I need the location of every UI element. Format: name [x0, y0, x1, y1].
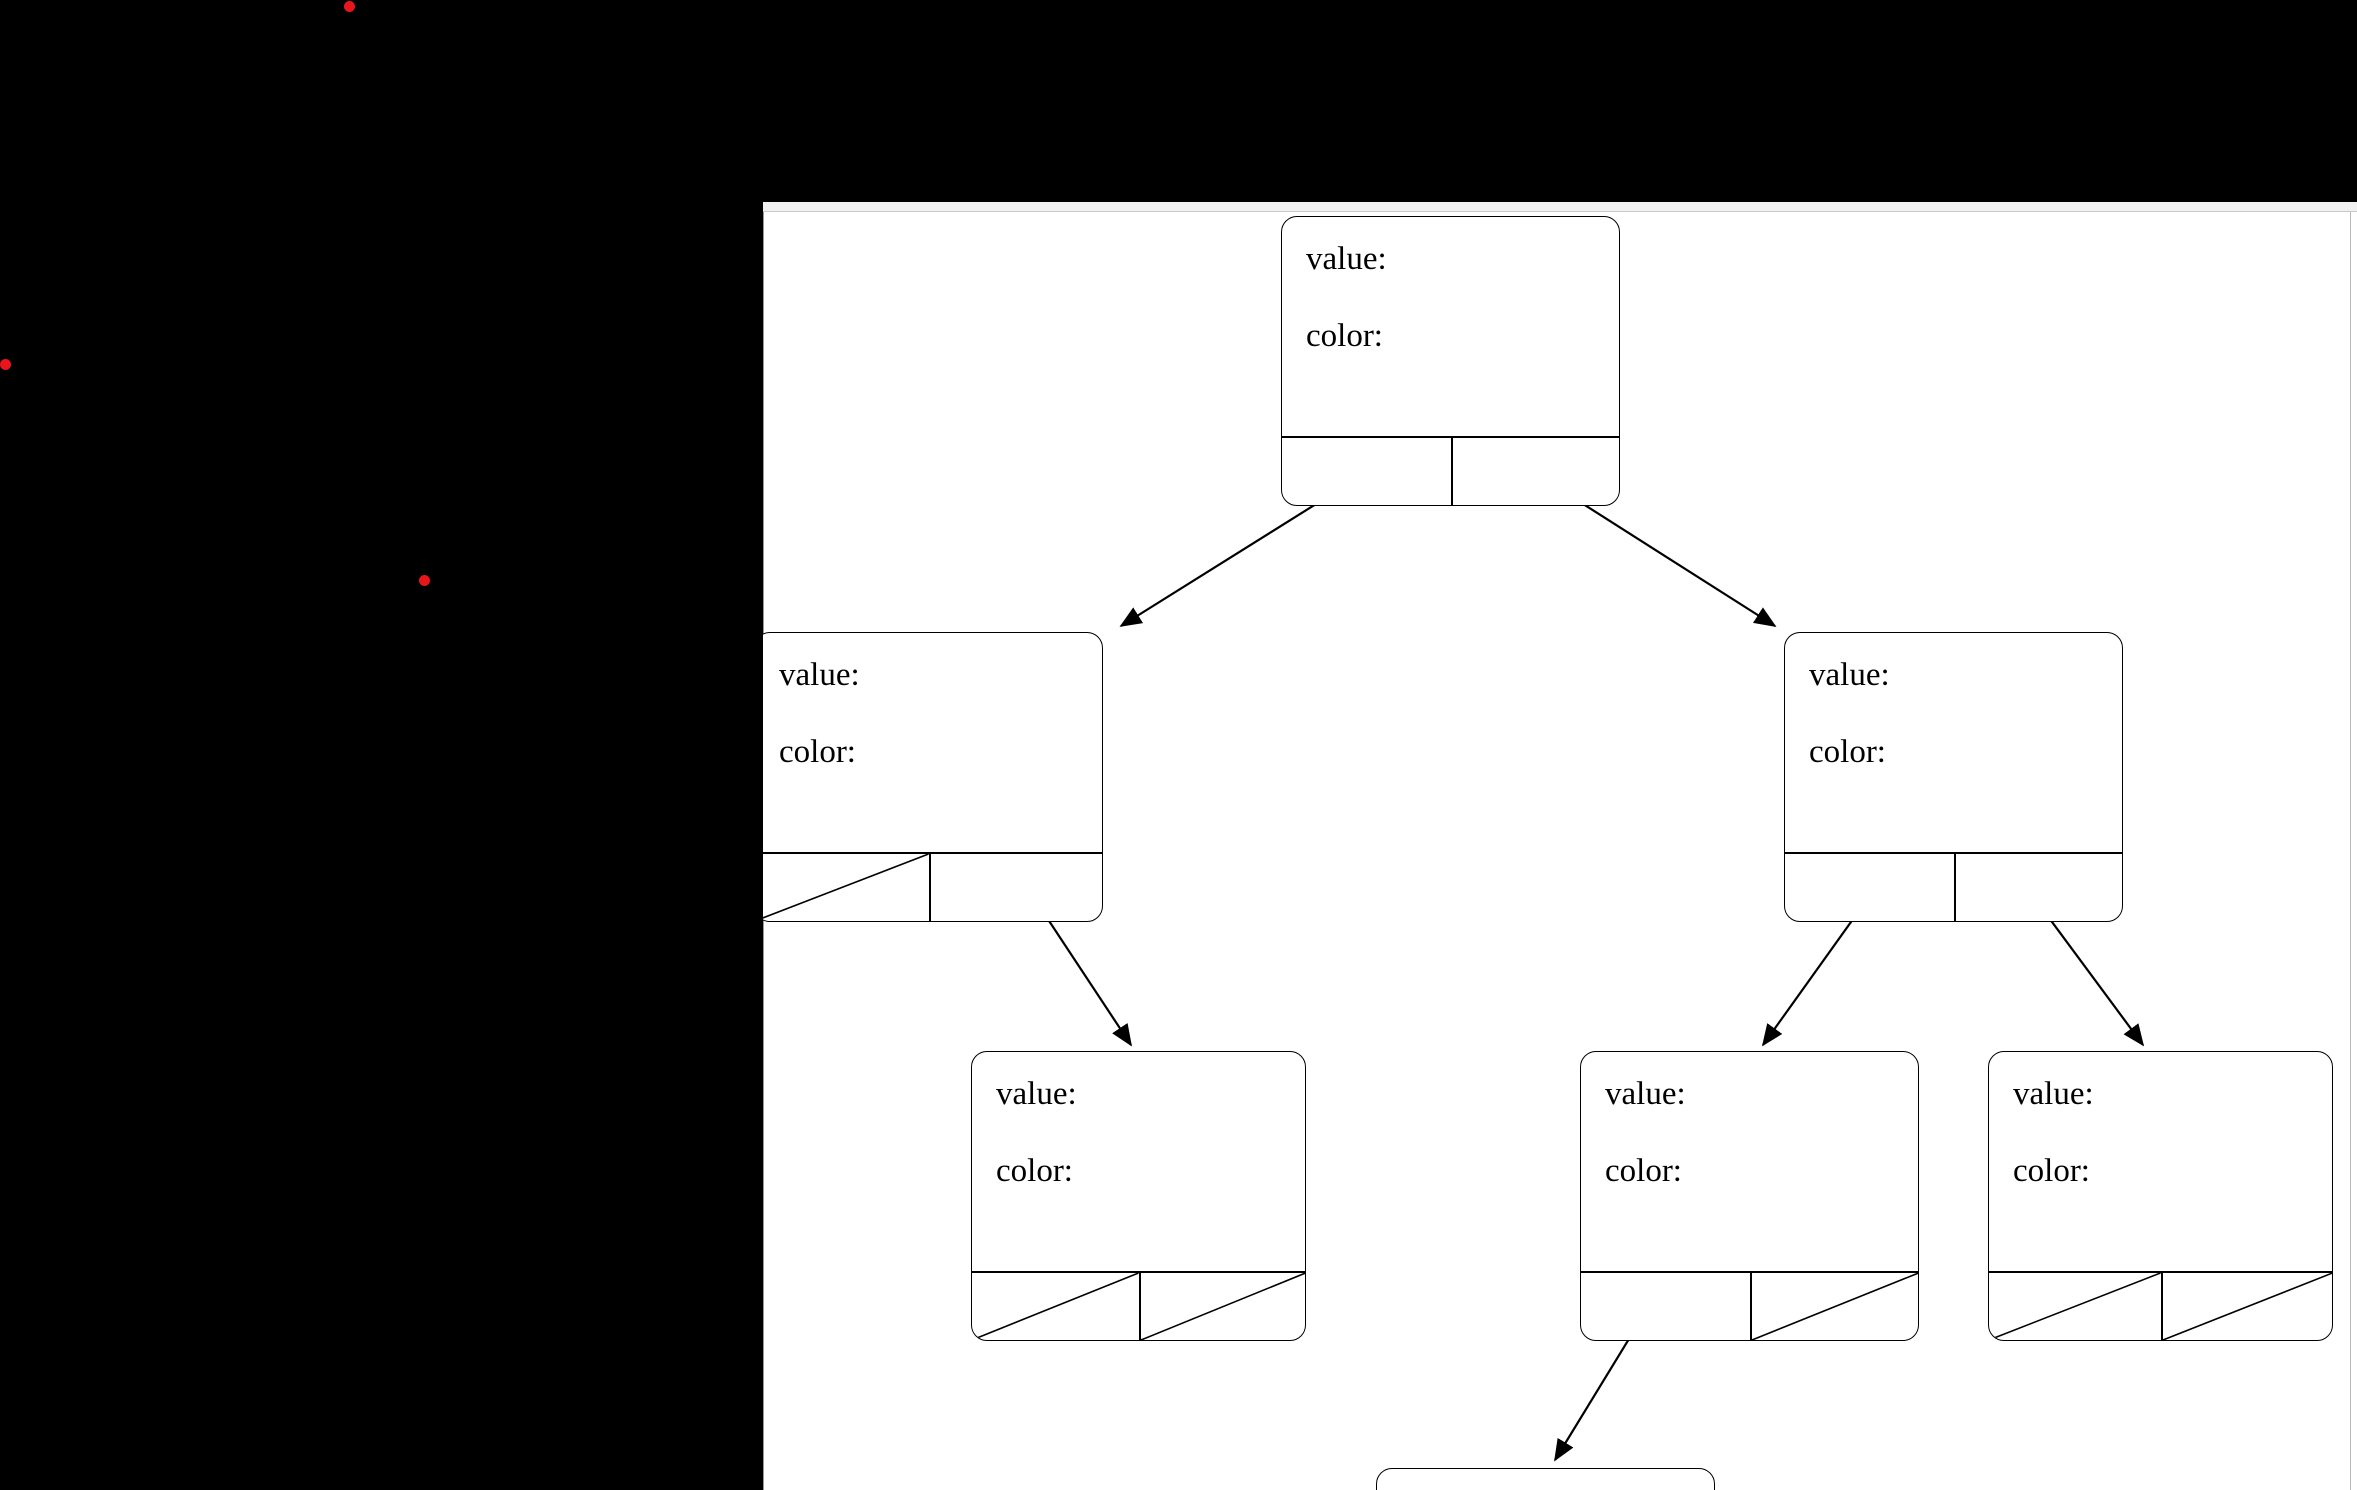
tree-node-deep-leaf[interactable]: value:color:: [1376, 1468, 1715, 1490]
node-pointer-bar: [1581, 1271, 1918, 1340]
viewer-top-chrome: [763, 202, 2357, 212]
node-fields: value: color:: [972, 1052, 1305, 1198]
tree-node-left-right[interactable]: value: color:: [971, 1051, 1306, 1341]
node-fields: value: color:: [1581, 1052, 1918, 1198]
node-pointer-bar: [1785, 852, 2122, 921]
node-color-label: color:: [1809, 734, 1886, 770]
node-pointer-cell-left[interactable]: [1282, 438, 1451, 505]
document-viewer[interactable]: value: color: value: color: value: color: valu…: [763, 202, 2357, 1490]
tree-node-root[interactable]: value: color:: [1281, 216, 1620, 506]
node-pointer-bar: [1282, 436, 1619, 505]
node-color-label: color:: [1306, 318, 1383, 354]
node-pointer-bar: [1989, 1271, 2332, 1340]
node-color-label: color:: [996, 1153, 1073, 1189]
node-fields: value: color:: [1282, 217, 1619, 363]
node-pointer-cell-right[interactable]: [1450, 438, 1620, 505]
tree-node-left[interactable]: value: color:: [763, 632, 1103, 922]
null-pointer-slash-icon: [763, 854, 929, 921]
null-pointer-slash-icon: [1989, 1273, 2161, 1340]
node-value-label: value:: [2013, 1076, 2094, 1112]
node-color-label: color:: [1605, 1153, 1682, 1189]
node-pointer-cell-right[interactable]: [2160, 1273, 2333, 1340]
node-pointer-cell-left[interactable]: [763, 854, 929, 921]
null-pointer-slash-icon: [972, 1273, 1139, 1340]
node-value-label: value:: [996, 1076, 1077, 1112]
node-value-label: value:: [1809, 657, 1890, 693]
node-color-label: color:: [779, 734, 856, 770]
tree-node-right-right[interactable]: value: color:: [1988, 1051, 2333, 1341]
node-pointer-cell-right[interactable]: [1749, 1273, 1919, 1340]
node-value-label: value:: [779, 657, 860, 693]
node-pointer-bar: [972, 1271, 1305, 1340]
tree-node-right-left[interactable]: value: color:: [1580, 1051, 1919, 1341]
node-pointer-cell-right[interactable]: [1953, 854, 2123, 921]
node-fields: value: color:: [1785, 633, 2122, 779]
node-color-label: color:: [2013, 1153, 2090, 1189]
tree-node-right[interactable]: value: color:: [1784, 632, 2123, 922]
node-pointer-cell-left[interactable]: [1581, 1273, 1750, 1340]
node-fields: value: color:: [763, 633, 1102, 779]
binary-tree-diagram: value: color: value: color: value: color: valu…: [763, 202, 2357, 1490]
marker-dot-left: [0, 358, 11, 370]
node-pointer-cell-right[interactable]: [928, 854, 1103, 921]
null-pointer-slash-icon: [2163, 1273, 2333, 1340]
marker-dot-middle: [418, 574, 430, 586]
node-value-label: value:: [1306, 241, 1387, 277]
node-fields: value: color:: [1989, 1052, 2332, 1198]
marker-dot-top: [343, 0, 355, 12]
null-pointer-slash-icon: [1141, 1273, 1306, 1340]
viewer-right-border: [2350, 212, 2351, 1490]
node-pointer-cell-left[interactable]: [1989, 1273, 2161, 1340]
node-pointer-bar: [763, 852, 1102, 921]
node-pointer-cell-right[interactable]: [1138, 1273, 1306, 1340]
null-pointer-slash-icon: [1752, 1273, 1919, 1340]
node-value-label: value:: [1605, 1076, 1686, 1112]
node-pointer-cell-left[interactable]: [1785, 854, 1954, 921]
node-fields: value:color:: [1377, 1469, 1714, 1490]
node-pointer-cell-left[interactable]: [972, 1273, 1139, 1340]
